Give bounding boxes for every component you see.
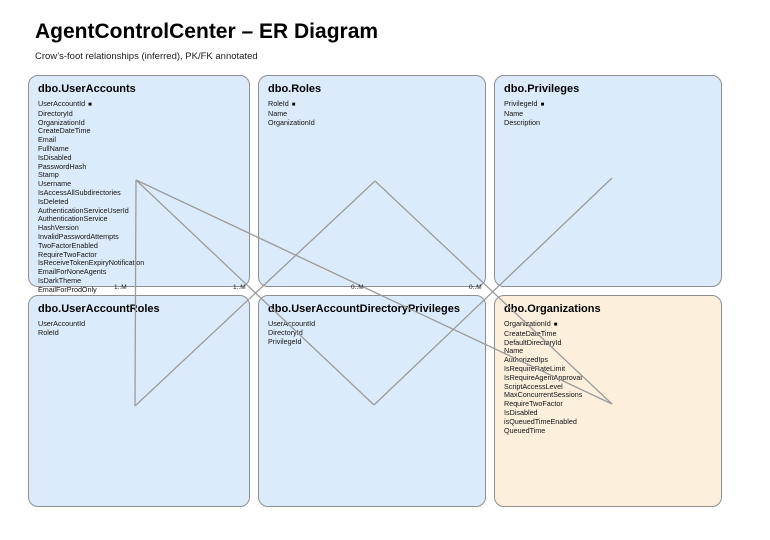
field-UserAccountId: UserAccountId [38, 319, 86, 328]
field-TwoFactorEnabled: TwoFactorEnabled [38, 240, 98, 250]
field-Stamp: Stamp [38, 170, 59, 180]
field-CreateDateTime: CreateDateTime [38, 126, 91, 136]
field-FullName: FullName [38, 143, 69, 153]
field-Description: Description [504, 117, 540, 127]
field-AuthenticationServiceUserId: AuthenticationServiceUserId [38, 205, 129, 215]
page-subtitle: Crow’s-foot relationships (inferred), PK… [35, 51, 258, 62]
field-Username: Username [38, 179, 72, 189]
field-IsDarkTheme: IsDarkTheme [38, 275, 82, 285]
field-AuthenticationService: AuthenticationService [38, 214, 108, 224]
field-Name: Name [268, 108, 288, 118]
field-IsDeleted: IsDeleted [38, 196, 69, 206]
field-IsDisabled: IsDisabled [504, 407, 538, 417]
field-Email: Email [38, 135, 56, 145]
field-EmailForProdOnly: EmailForProdOnly [38, 284, 97, 294]
diagram-header: AgentControlCenter – ER Diagram Crow’s-f… [35, 20, 378, 62]
field-Name: Name [504, 108, 524, 118]
entity-title: dbo.UserAccountRoles [38, 303, 160, 315]
page-title: AgentControlCenter – ER Diagram [35, 20, 379, 43]
field-PrivilegeId: PrivilegeId■ [504, 99, 545, 108]
field-IsReceiveTokenExpiryNotification: IsReceiveTokenExpiryNotification [38, 258, 145, 268]
entity-title: dbo.Roles [268, 83, 322, 95]
entity-title: dbo.Privileges [504, 83, 580, 95]
field-PrivilegeId: PrivilegeId [268, 336, 302, 346]
field-EmailForNoneAgents: EmailForNoneAgents [38, 267, 107, 277]
entity-title: dbo.UserAccountDirectoryPrivileges [268, 303, 460, 315]
field-PasswordHash: PasswordHash [38, 161, 87, 171]
primary-key-marker-icon: ■ [291, 102, 296, 108]
field-QueuedTime: QueuedTime [504, 425, 546, 435]
field-DirectoryId: DirectoryId [38, 108, 73, 118]
field-RequireTwoFactor: RequireTwoFactor [38, 249, 97, 259]
field-RoleId: RoleId■ [268, 99, 296, 108]
entity-title: dbo.Organizations [504, 303, 601, 315]
field-OrganizationId: OrganizationId [268, 117, 315, 127]
field-InvalidPasswordAttempts: InvalidPasswordAttempts [38, 231, 119, 241]
field-UserAccountId: UserAccountId■ [38, 99, 92, 108]
field-OrganizationId: OrganizationId [38, 117, 85, 127]
field-IsAccessAllSubdirectories: IsAccessAllSubdirectories [38, 187, 121, 197]
entity-title: dbo.UserAccounts [38, 83, 136, 95]
field-isQueuedTimeEnabled: isQueuedTimeEnabled [504, 416, 577, 426]
field-HashVersion: HashVersion [38, 223, 79, 233]
field-RoleId: RoleId [38, 327, 59, 337]
primary-key-marker-icon: ■ [540, 102, 545, 108]
field-DefaultDirectoryId: DefaultDirectoryId [504, 337, 562, 347]
primary-key-marker-icon: ■ [88, 102, 92, 108]
primary-key-marker-icon: ■ [553, 322, 558, 328]
field-IsDisabled: IsDisabled [38, 152, 72, 162]
